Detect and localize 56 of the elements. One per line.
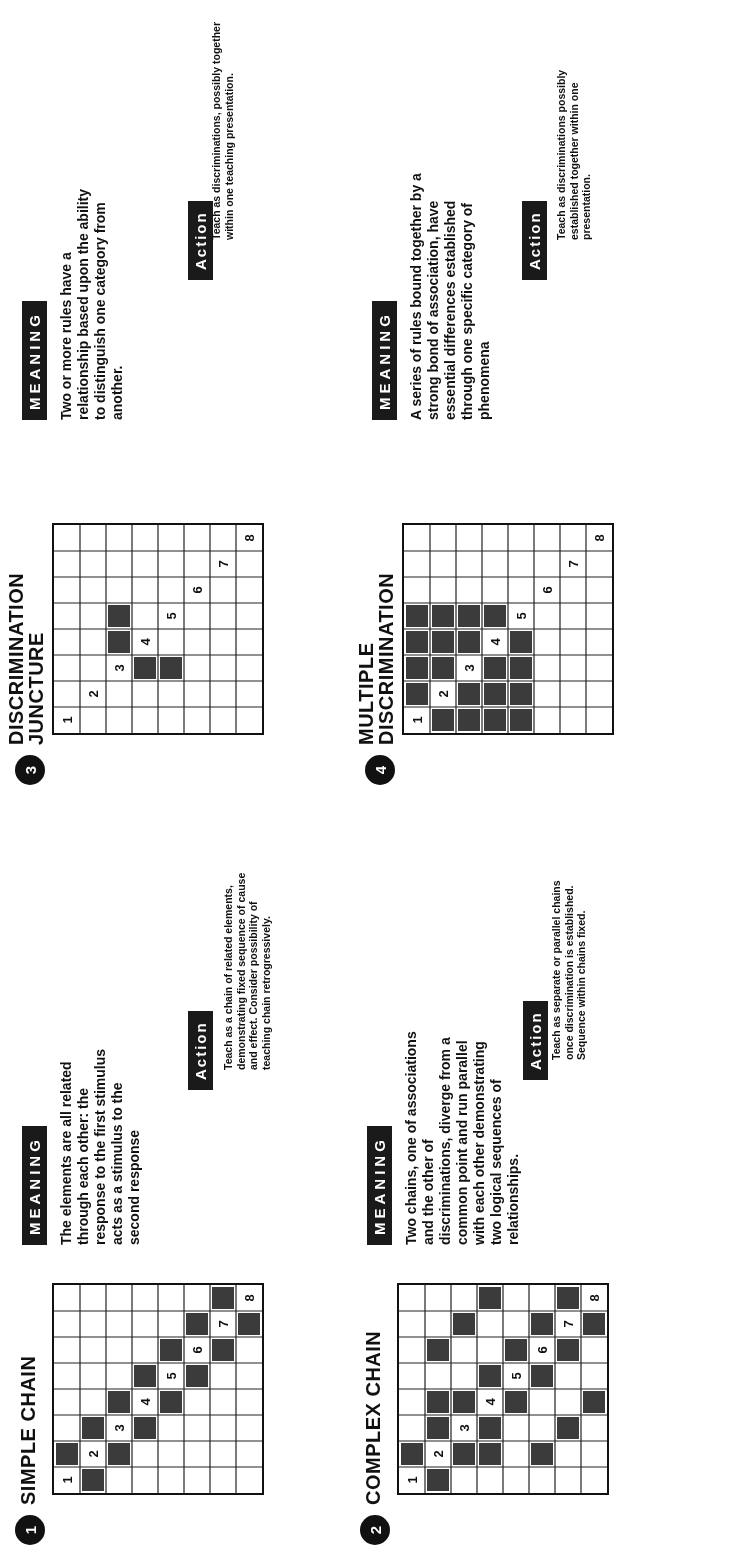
cell-number: 7 — [216, 560, 230, 568]
cell-number: 2 — [86, 690, 100, 698]
panel-heading: COMPLEX CHAIN — [363, 1329, 383, 1505]
action-text: Teach as discriminations possibly established together within one presentation. — [555, 68, 593, 240]
cell-number: 7 — [566, 560, 580, 568]
section-tag: MEANING — [372, 301, 397, 420]
number-badge: 3 — [15, 755, 45, 785]
cell-number: 6 — [535, 1346, 549, 1354]
panel-heading: SIMPLE CHAIN — [18, 1354, 38, 1505]
meaning-text: Two chains, one of associations and the other of discriminations, diverge from a common point and run parallel with each other demonstrating two logical sequences of relationships. — [403, 1030, 522, 1245]
number-badge: 1 — [15, 1515, 45, 1545]
number-badge: 2 — [360, 1515, 390, 1545]
cell-number: 3 — [457, 1424, 471, 1432]
cell-number: 8 — [242, 1294, 256, 1302]
cell-number: 3 — [112, 664, 126, 672]
cell-number: 5 — [509, 1372, 523, 1380]
section-tag: Action — [522, 201, 547, 280]
cell-number: 4 — [483, 1398, 497, 1406]
meaning-text: A series of rules bound together by a strong bond of association, have essential differences established through one specific category of phenomena — [408, 172, 493, 420]
cell-number: 1 — [60, 1476, 74, 1484]
cell-number: 3 — [462, 664, 476, 672]
number-badge: 4 — [365, 755, 395, 785]
cell-number: 6 — [540, 586, 554, 594]
section-tag: Action — [188, 1011, 213, 1090]
section-tag: MEANING — [22, 1126, 47, 1245]
section-tag: MEANING — [367, 1126, 392, 1245]
cell-number: 1 — [410, 716, 424, 724]
cell-number: 4 — [488, 638, 502, 646]
cell-number: 8 — [592, 534, 606, 542]
cell-number: 2 — [436, 690, 450, 698]
cell-number: 3 — [112, 1424, 126, 1432]
section-tag: Action — [523, 1001, 548, 1080]
cell-number: 5 — [164, 1372, 178, 1380]
cell-number: 2 — [431, 1450, 445, 1458]
cell-number: 6 — [190, 1346, 204, 1354]
cell-number: 8 — [587, 1294, 601, 1302]
cell-number: 4 — [138, 1398, 152, 1406]
cell-number: 1 — [405, 1476, 419, 1484]
cell-number: 5 — [164, 612, 178, 620]
cell-number: 6 — [190, 586, 204, 594]
section-tag: Action — [188, 201, 213, 280]
meaning-text: Two or more rules have a relationship based upon the ability to distinguish one category from another. — [58, 187, 126, 420]
panel-heading: DISCRIMINATION JUNCTURE — [6, 571, 46, 745]
action-text: Teach as a chain of related elements, demonstrating fixed sequence of cause and effect. Consider possibility of teaching chain retrogressively. — [222, 871, 272, 1070]
meaning-text: The elements are all related through each other: the response to the first stimulus acts as a stimulus to the second response — [58, 1047, 143, 1245]
cell-number: 5 — [514, 612, 528, 620]
cell-number: 1 — [60, 716, 74, 724]
action-text: Teach as discriminations, possibly together within one teaching presentation. — [210, 20, 235, 240]
cell-number: 4 — [138, 638, 152, 646]
cell-number: 2 — [86, 1450, 100, 1458]
panel-heading: MULTIPLE DISCRIMINATION — [356, 571, 396, 745]
action-text: Teach as separate or parallel chains once discrimination is established. Sequence within chains fixed. — [550, 880, 588, 1060]
cell-number: 7 — [216, 1320, 230, 1328]
cell-number: 7 — [561, 1320, 575, 1328]
section-tag: MEANING — [22, 301, 47, 420]
cell-number: 8 — [242, 534, 256, 542]
